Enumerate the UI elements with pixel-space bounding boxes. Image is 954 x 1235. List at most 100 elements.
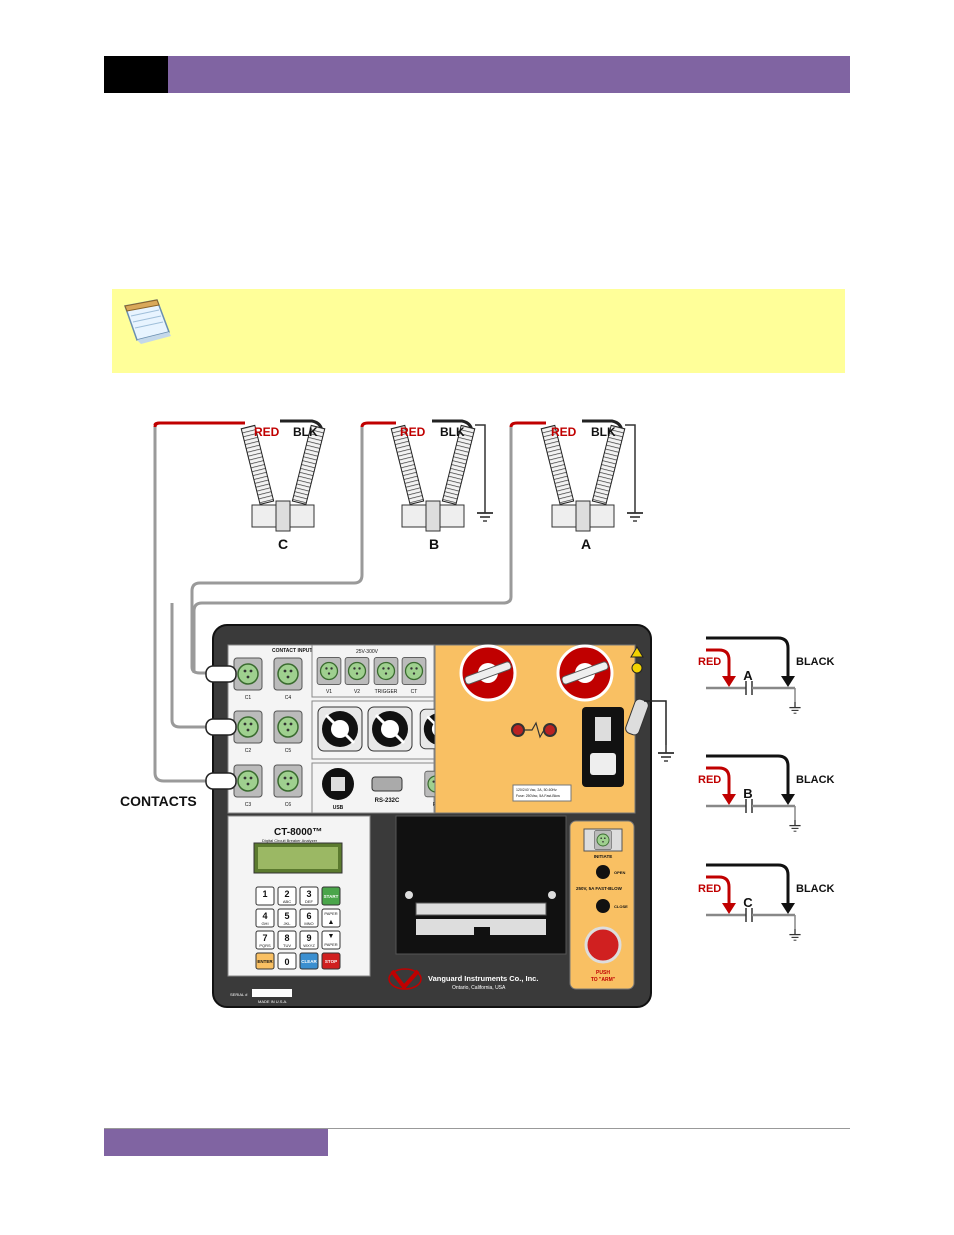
key-letters: TUV bbox=[283, 943, 291, 948]
voltage-v1: V1 bbox=[326, 689, 332, 695]
contacts-label: CONTACTS bbox=[120, 793, 197, 809]
model-subtitle: Digital Circuit Breaker Analyzer bbox=[262, 838, 318, 843]
fuse-label-1: 120/240 Vac, 2A, 50-60Hz bbox=[516, 788, 557, 792]
contact-input-label: CONTACT INPUT bbox=[272, 648, 312, 654]
schematic-black-label: BLACK bbox=[796, 774, 835, 786]
vanguard-logo-icon bbox=[390, 969, 420, 991]
keypad-key[interactable] bbox=[277, 908, 297, 928]
schematic-contact-label: C bbox=[743, 895, 753, 910]
fuse-note: 250V, 5A FAST-BLOW bbox=[576, 886, 623, 891]
keypad-key[interactable] bbox=[255, 886, 275, 906]
keypad-key[interactable] bbox=[255, 908, 275, 928]
arrow-down-icon bbox=[722, 903, 736, 914]
channel-c1: C1 bbox=[245, 695, 252, 701]
initiate-label: INITIATE bbox=[594, 854, 612, 859]
key-digit: 5 bbox=[284, 911, 289, 921]
warning-icon bbox=[630, 646, 644, 658]
keypad-key[interactable] bbox=[277, 930, 297, 950]
keypad-key[interactable] bbox=[299, 908, 319, 928]
channel-c4: C4 bbox=[285, 695, 292, 701]
start-key[interactable]: START bbox=[324, 894, 339, 899]
arm-label: TO "ARM" bbox=[591, 977, 616, 983]
ground-icon bbox=[476, 504, 494, 522]
red-label-b: RED bbox=[400, 425, 426, 439]
schematic-contact-label: B bbox=[743, 786, 752, 801]
push-label: PUSH bbox=[596, 970, 610, 976]
channel-c3: C3 bbox=[245, 802, 252, 808]
paper-up-key[interactable]: PAPER bbox=[324, 911, 337, 916]
phase-label-b: B bbox=[429, 536, 439, 552]
clear-key[interactable]: CLEAR bbox=[301, 959, 317, 964]
open-label: OPEN bbox=[614, 870, 625, 875]
voltage-trigger: TRIGGER bbox=[375, 689, 398, 695]
fuse-label-2: Fuse: 250Vac, 5A Fast-Blow bbox=[516, 794, 560, 798]
red-label-a: RED bbox=[551, 425, 577, 439]
header-purple-bar bbox=[168, 56, 850, 93]
blk-label-b: BLK bbox=[440, 425, 465, 439]
key-letters: JKL bbox=[284, 921, 292, 926]
key-letters: WXYZ bbox=[303, 943, 315, 948]
ground-icon bbox=[626, 504, 644, 522]
breaker-phase-c: RED BLK C bbox=[153, 419, 326, 705]
key-digit: 6 bbox=[306, 911, 311, 921]
arrow-down-icon bbox=[722, 794, 736, 805]
footer-rule bbox=[104, 1128, 850, 1129]
channel-c5: C5 bbox=[285, 748, 292, 754]
schematic-red-label: RED bbox=[698, 656, 721, 668]
keypad-key[interactable] bbox=[299, 886, 319, 906]
arrow-down-icon: ▼ bbox=[328, 933, 335, 940]
key-digit: 8 bbox=[284, 933, 289, 943]
key-digit: 1 bbox=[262, 889, 267, 899]
lead-wire bbox=[170, 603, 210, 729]
blk-label-a: BLK bbox=[591, 425, 616, 439]
key-letters: DEF bbox=[305, 899, 314, 904]
voltage-v2: V2 bbox=[354, 689, 360, 695]
company-label: Vanguard Instruments Co., Inc. bbox=[428, 974, 538, 983]
ground-icon bbox=[788, 819, 802, 832]
keypad-key[interactable] bbox=[299, 930, 319, 950]
notepad-icon bbox=[124, 299, 171, 344]
paper-down-key[interactable]: PAPER bbox=[324, 942, 337, 947]
ground-icon bbox=[657, 744, 675, 762]
channel-c2: C2 bbox=[245, 748, 252, 754]
close-label: CLOSE bbox=[614, 904, 628, 909]
zero-key[interactable]: 0 bbox=[284, 957, 289, 967]
schematic-black-label: BLACK bbox=[796, 883, 835, 895]
ground-icon bbox=[788, 701, 802, 714]
red-label-c: RED bbox=[254, 425, 280, 439]
header-black-block bbox=[104, 56, 168, 93]
serial-label: SERIAL # bbox=[230, 992, 248, 997]
keypad-key[interactable] bbox=[277, 886, 297, 906]
ground-icon bbox=[788, 928, 802, 941]
key-letters: GHI bbox=[261, 921, 268, 926]
breaker-phase-a: RED BLK A bbox=[192, 419, 644, 669]
stop-key[interactable]: STOP bbox=[325, 959, 337, 964]
arrow-down-icon bbox=[781, 676, 795, 687]
ct8000-instrument: CONTACT INPUT C1 C4 C2 C5 C3 C6 25V-300V… bbox=[205, 624, 675, 1008]
key-digit: 3 bbox=[306, 889, 311, 899]
key-letters: PQRS bbox=[259, 943, 271, 948]
arrow-down-icon bbox=[781, 794, 795, 805]
breaker-phase-b: RED BLK B bbox=[190, 419, 494, 660]
arrow-down-icon bbox=[781, 903, 795, 914]
key-digit: 7 bbox=[262, 933, 267, 943]
voltage-group-label: 25V-300V bbox=[356, 649, 379, 655]
channel-c6: C6 bbox=[285, 802, 292, 808]
lead-wire bbox=[153, 705, 210, 783]
key-digit: 9 bbox=[306, 933, 311, 943]
key-letters: MNO bbox=[304, 921, 313, 926]
schematic-black-label: BLACK bbox=[796, 656, 835, 668]
usb-label: USB bbox=[333, 805, 344, 811]
arm-button[interactable] bbox=[584, 926, 622, 964]
company-location: Ontario, California, USA bbox=[452, 985, 506, 991]
phase-label-a: A bbox=[581, 536, 591, 552]
arrow-up-icon: ▲ bbox=[328, 919, 335, 926]
voltage-ct: CT bbox=[411, 689, 418, 695]
keypad-key[interactable] bbox=[255, 930, 275, 950]
key-digit: 4 bbox=[262, 911, 267, 921]
enter-key[interactable]: ENTER bbox=[257, 959, 273, 964]
